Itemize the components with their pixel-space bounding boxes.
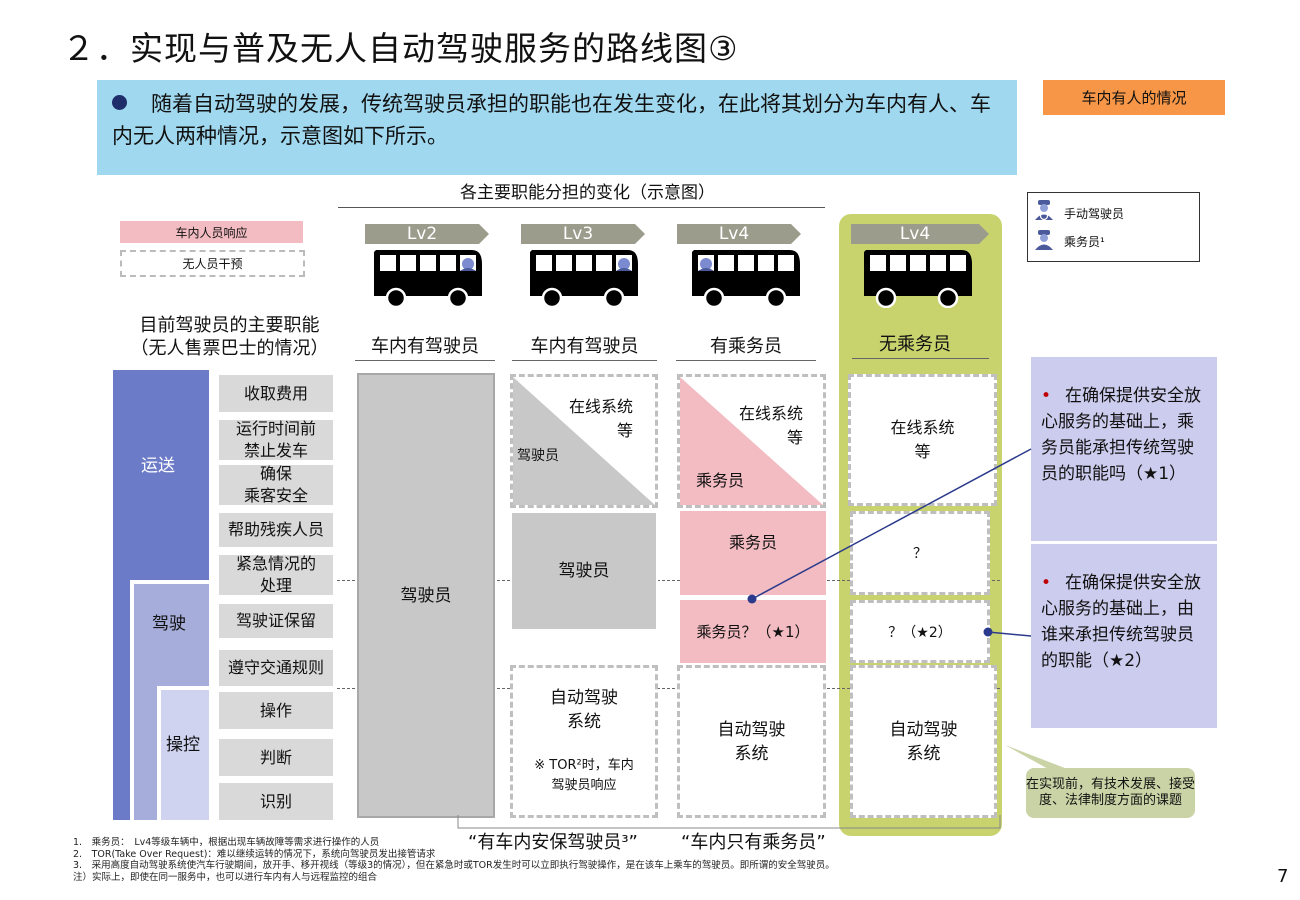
col-head-lv4-attendant: 有乘务员	[710, 336, 782, 357]
duty-item: 判断	[217, 737, 335, 778]
lv4u-control-cell: 自动驾驶 系统	[850, 665, 997, 818]
connector-dot-1	[747, 594, 757, 604]
level-label: Lv3	[562, 224, 594, 244]
driving-control-divider	[337, 688, 1000, 689]
level-arrow-lv4-unmanned	[851, 224, 989, 244]
role-legend-manual: 手动驾驶员	[1064, 207, 1125, 221]
footnotes: 1. 乘务员： Lv4等级车辆中，根据出现车辆故障等需求进行操作的人员 2. T…	[73, 837, 1013, 883]
lv3-transport-cell: 在线系统 等 驾驶员	[510, 374, 658, 508]
col-head-underline	[852, 358, 989, 359]
lv3-control-cell: 自动驾驶 系统 ※ TOR²时，车内 驾驶员响应	[510, 665, 658, 818]
bus-icon-manual	[374, 250, 482, 308]
role-legend-attendant: 乘务员¹	[1064, 235, 1105, 249]
attendant-icon	[1035, 230, 1053, 250]
current-duties-header: 目前驾驶员的主要职能 （无人售票巴士的情况）	[130, 315, 329, 359]
col-head-underline	[512, 360, 657, 361]
lv3-driving-cell: 驾驶员	[510, 511, 658, 631]
level-arrow-lv2	[365, 224, 489, 244]
level-arrow-lv3	[521, 224, 645, 244]
category-transport: 运送	[141, 456, 175, 476]
attendant-label: 乘务员	[696, 471, 745, 490]
category-control: 操控	[166, 735, 200, 755]
footnote: 1. 乘务员： Lv4等级车辆中，根据出现车辆故障等需求进行操作的人员	[73, 837, 380, 848]
driver-label-small: 驾驶员	[517, 448, 559, 464]
page-number: 7	[1277, 866, 1289, 887]
page-title: ２．实现与普及无人自动驾驶服务的路线图③	[62, 29, 739, 68]
connector-dot-2	[983, 627, 993, 637]
lv3-split-triangle	[513, 377, 655, 505]
duty-item: 操作	[217, 690, 335, 731]
level-arrow-lv4-attendant	[677, 224, 801, 244]
bubble-pointer	[1005, 745, 1070, 770]
col-head-lv3: 车内有驾驶员	[530, 336, 639, 357]
question-note-2: •在确保提供安全放心服务的基础上，由谁来承担传统驾驶员的职能（★2）	[1031, 544, 1217, 728]
lv4a-attendant-cell: 乘务员	[680, 511, 826, 595]
level-label: Lv4	[899, 224, 931, 244]
level-label: Lv4	[718, 224, 750, 244]
bus-icon-unmanned	[864, 250, 972, 308]
connector-line-1	[751, 448, 1032, 600]
connector-line-2	[987, 631, 1032, 637]
lv4a-attendant-question-cell: 乘务员？（★1）	[680, 600, 826, 663]
occupied-tag: 车内有人的情况	[1043, 80, 1225, 115]
diagram-subtitle: 各主要职能分担的变化（示意图）	[460, 183, 715, 203]
lv4u-transport-cell: 在线系统 等	[848, 374, 997, 506]
legend-unmanned: 无人员干预	[120, 250, 305, 277]
col-head-underline	[676, 360, 816, 361]
bus-icon-safety-driver	[530, 250, 638, 308]
footnote: 2. TOR(Take Over Request)：难以继续运转的情况下，系统向…	[73, 848, 436, 860]
lv4u-question2-cell: ？（★2）	[850, 600, 990, 663]
col-head-lv4-unmanned: 无乘务员	[879, 334, 951, 355]
duty-item: 遵守交通规则	[217, 648, 335, 688]
challenge-bubble: 在实现前，有技术发展、接受度、法律制度方面的课题	[1026, 768, 1195, 818]
lv4a-control-cell: 自动驾驶 系统	[677, 665, 826, 818]
level-label: Lv2	[406, 224, 438, 244]
bullet-icon	[112, 94, 127, 110]
online-system-label: 在线系统 等	[568, 397, 633, 440]
duty-item: 运行时间前 禁止发车	[217, 418, 335, 462]
question-note-1: •在确保提供安全放心服务的基础上，乘务员能承担传统驾驶员的职能吗（★1）	[1031, 357, 1217, 541]
transport-driving-divider	[337, 580, 1000, 581]
bullet-icon: •	[1041, 386, 1052, 406]
role-legend: 手动驾驶员 乘务员¹	[1027, 192, 1200, 262]
footnote: 3. 采用高度自动驾驶系统使汽车行驶期间，放开手、移开视线（等级3的情况），但在…	[73, 860, 835, 871]
slogan-safety-driver: “有车内安保驾驶员³”	[468, 832, 638, 853]
duty-item: 识别	[217, 781, 335, 822]
lv4a-transport-cell: 在线系统 等 乘务员	[677, 374, 826, 508]
duty-item: 确保 乘客安全	[217, 463, 335, 507]
category-driving: 驾驶	[152, 614, 186, 634]
col-head-underline	[355, 360, 495, 361]
slogan-bracket	[457, 815, 1001, 829]
control-block	[157, 686, 209, 820]
lv4a-split-triangle	[680, 377, 823, 505]
intro-box	[97, 80, 1017, 175]
intro-text: 随着自动驾驶的发展，传统驾驶员承担的职能也在发生变化，在此将其划分为车内有人、车…	[112, 92, 991, 148]
footnote: 注）实际上，即使在同一服务中，也可以进行车内有人与远程监控的组合	[73, 871, 378, 883]
tor-note: ※ TOR²时，车内 驾驶员响应	[534, 758, 634, 793]
duty-item: 驾驶证保留	[217, 602, 335, 640]
auto-drive-system-label: 自动驾驶 系统	[550, 688, 618, 732]
control-block-border	[157, 686, 209, 820]
online-system-label: 在线系统 等	[738, 404, 803, 447]
duty-item: 帮助残疾人员	[217, 511, 335, 549]
legend-occupied: 车内人员响应	[120, 221, 303, 243]
driving-block-border	[130, 580, 209, 820]
slogan-attendant-only: “车内只有乘务员”	[681, 832, 826, 853]
duty-item: 紧急情况的 处理	[217, 553, 335, 597]
col-head-lv2: 车内有驾驶员	[371, 336, 479, 357]
lv2-driver-cell: 驾驶员	[357, 373, 495, 818]
manual-driver-icon	[1035, 200, 1053, 221]
subtitle-underline	[338, 207, 825, 208]
bullet-icon: •	[1041, 573, 1052, 593]
bus-icon-attendant	[692, 250, 800, 308]
duty-item: 收取费用	[217, 373, 335, 414]
lv4u-question-cell: ？	[850, 511, 990, 595]
